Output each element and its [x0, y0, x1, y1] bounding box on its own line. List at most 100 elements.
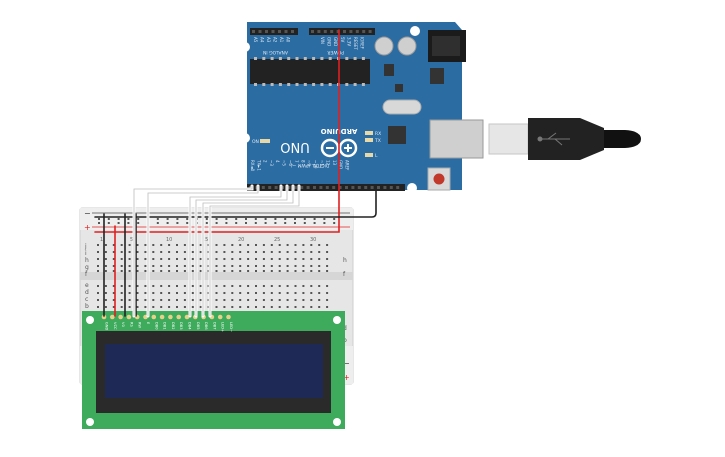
usb-plug-metal	[488, 123, 529, 155]
header-pin[interactable]	[319, 186, 323, 189]
header-pin[interactable]	[300, 186, 304, 189]
usb-cable[interactable]	[429, 118, 641, 160]
lcd-pin[interactable]	[217, 314, 223, 320]
header-pin[interactable]	[278, 30, 281, 33]
pin-label: 5V	[340, 37, 345, 43]
header-pin[interactable]	[389, 186, 393, 189]
lcd-pin[interactable]	[126, 314, 132, 320]
header-pin[interactable]	[261, 186, 265, 189]
header-pin[interactable]	[357, 186, 361, 189]
header-pin[interactable]	[287, 186, 291, 189]
wire-db5[interactable]	[195, 185, 288, 317]
header-pin[interactable]	[293, 186, 297, 189]
analog-header-label: ANALOG IN	[263, 49, 288, 55]
header-pin[interactable]	[274, 186, 278, 189]
wires[interactable]	[94, 29, 377, 318]
header-pin[interactable]	[338, 186, 342, 189]
row-letter: f	[85, 271, 88, 278]
wire-db7[interactable]	[209, 185, 300, 317]
wire-gnd-black[interactable]	[94, 189, 377, 218]
dc-jack-inner	[432, 36, 460, 56]
header-pin[interactable]	[336, 30, 340, 33]
header-pin[interactable]	[349, 30, 353, 33]
header-pin[interactable]	[284, 30, 288, 33]
lcd-pin[interactable]	[176, 314, 181, 320]
header-pin[interactable]	[355, 30, 359, 33]
lcd-pin-label: V0	[121, 322, 125, 327]
pin-label: 3.3V	[346, 37, 351, 46]
header-pin[interactable]	[291, 30, 294, 33]
lcd-pin-label: DB1	[163, 322, 167, 330]
header-pin[interactable]	[343, 30, 346, 33]
header-pin[interactable]	[364, 186, 368, 189]
wire-db6[interactable]	[202, 185, 294, 317]
header-pin[interactable]	[252, 30, 255, 33]
header-pin[interactable]	[362, 30, 366, 33]
pin-label: ~9	[307, 160, 312, 166]
lcd-pin[interactable]	[159, 314, 165, 320]
header-pin[interactable]	[332, 186, 336, 189]
header-pin[interactable]	[258, 30, 262, 33]
lcd-pin[interactable]	[110, 314, 115, 320]
usb-cable-end	[604, 130, 641, 148]
pin-label: A3	[266, 37, 271, 43]
lcd-pin[interactable]	[101, 314, 107, 320]
column-number: 1	[100, 237, 103, 243]
header-pin[interactable]	[351, 186, 355, 189]
header-pin[interactable]	[271, 30, 275, 33]
header-pin[interactable]	[368, 30, 372, 33]
reset-button-cap[interactable]	[433, 173, 445, 185]
rail-plus-label: +	[84, 223, 91, 232]
wire-db4[interactable]	[189, 185, 282, 317]
header-pin[interactable]	[317, 30, 321, 33]
row-letter: e	[85, 282, 89, 289]
header-pin[interactable]	[377, 186, 380, 189]
header-pin[interactable]	[323, 30, 327, 33]
lcd-pin[interactable]	[226, 314, 231, 320]
power-header[interactable]	[309, 28, 375, 35]
header-pin[interactable]	[330, 30, 334, 33]
lcd-pin[interactable]	[184, 314, 190, 320]
pin-label: TX►1	[256, 159, 261, 171]
column-number: 5	[130, 237, 133, 243]
lcd-pin-label: GND	[105, 322, 109, 330]
usb-icon	[537, 132, 570, 146]
header-pin[interactable]	[383, 186, 387, 189]
atmega-chip	[250, 59, 370, 84]
column-number: 25	[274, 237, 280, 243]
wire-e[interactable]	[147, 185, 259, 317]
lcd-pin-label: LED−	[229, 322, 233, 332]
header-pin[interactable]	[345, 186, 348, 189]
usb-port	[429, 119, 484, 159]
board-mount-hole	[410, 26, 420, 36]
pin-label: A1	[279, 37, 284, 43]
header-pin[interactable]	[313, 186, 316, 189]
regulator	[384, 64, 394, 76]
header-pin[interactable]	[325, 186, 329, 189]
led-rx-label: RX	[375, 131, 381, 137]
header-pin[interactable]	[268, 186, 272, 189]
header-pin[interactable]	[306, 186, 310, 189]
led-l	[365, 153, 373, 157]
lcd-pin[interactable]	[151, 314, 157, 320]
led-tx	[365, 131, 373, 135]
header-pin[interactable]	[311, 30, 314, 33]
pin-label: ~10	[313, 160, 318, 169]
header-pin[interactable]	[396, 186, 400, 189]
pin-label: 7	[294, 160, 299, 163]
capacitor	[374, 36, 394, 56]
header-pin[interactable]	[370, 186, 374, 189]
header-pin[interactable]	[265, 30, 268, 33]
wire-5v-red[interactable]	[94, 29, 340, 233]
lcd-pin[interactable]	[118, 314, 123, 320]
wire-rs[interactable]	[133, 185, 253, 317]
pin-label: 8	[300, 160, 305, 163]
pin-label: RX◄0	[250, 160, 255, 172]
lcd-pin-label: DB2	[171, 322, 175, 330]
lcd-pin[interactable]	[168, 314, 173, 320]
board-mount-hole	[407, 183, 417, 193]
row-letter: c	[85, 296, 88, 303]
